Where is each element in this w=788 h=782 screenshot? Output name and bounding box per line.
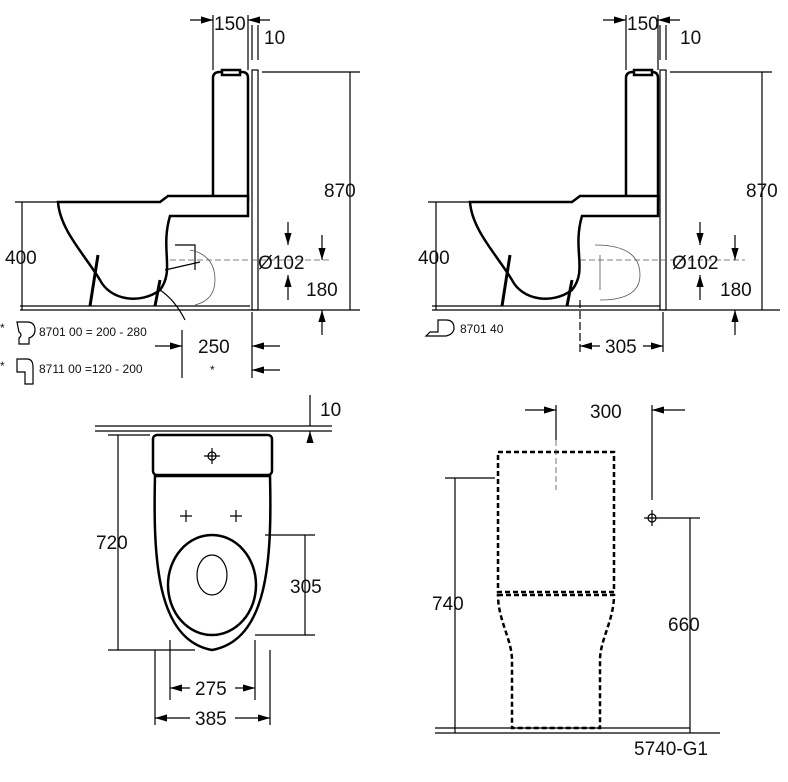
dim-seat-height: 400 [418, 248, 450, 269]
bowl [56, 194, 250, 300]
drawing-code: 5740-G1 [634, 739, 708, 760]
installation-view: 300 740 660 5740-G1 [432, 402, 720, 760]
dim-fixing-width: 300 [590, 402, 622, 423]
side-view-standard: 150 10 870 400 Ø102 180 250 * * 8701 00 … [0, 14, 360, 385]
dim-wall-gap: 10 [320, 400, 341, 421]
dim-wall-gap: 10 [264, 28, 285, 49]
bend-2-label: 8711 00 =120 - 200 [39, 362, 143, 376]
dim-outlet-height: 180 [720, 280, 752, 301]
dim-length: 720 [96, 533, 128, 554]
cistern-outline [496, 450, 616, 594]
dim-seat-height: 400 [5, 248, 37, 269]
dim-height: 870 [746, 181, 778, 202]
asterisk-bend-1: * [0, 321, 5, 335]
flush-button-icon [204, 448, 220, 464]
dim-fixing-height: 660 [668, 615, 700, 636]
dim-outlet-diameter: Ø102 [258, 253, 304, 274]
bowl [468, 194, 660, 300]
dim-inner-width: 275 [195, 679, 227, 700]
dim-tank-depth: 150 [214, 14, 246, 35]
dim-outlet-distance: 250 [198, 337, 230, 358]
bend-icon-2 [16, 358, 34, 385]
connector-label: 8701 40 [460, 322, 504, 336]
dim-width: 385 [195, 709, 227, 730]
bend-1-label: 8701 00 = 200 - 280 [39, 325, 147, 339]
top-view: 10 720 305 275 385 [95, 395, 341, 730]
wall [251, 69, 259, 311]
side-view-floor-outlet: 150 10 870 400 Ø102 180 305 8701 40 [418, 14, 780, 358]
cistern [211, 70, 250, 202]
dim-outlet-height: 180 [306, 280, 338, 301]
dim-outlet-distance: 305 [605, 337, 637, 358]
dim-wall-gap: 10 [680, 28, 701, 49]
asterisk-note: * [210, 363, 215, 377]
pan-outline [496, 593, 616, 730]
dim-overall: 740 [432, 594, 464, 615]
seat-opening [166, 533, 258, 637]
dim-height: 870 [324, 181, 356, 202]
asterisk-bend-2: * [0, 359, 5, 373]
fixing-point-icon [644, 510, 660, 526]
dim-tank-depth: 150 [627, 14, 659, 35]
cistern [624, 70, 660, 202]
dim-outlet-diameter: Ø102 [672, 253, 718, 274]
dim-seat-length: 305 [290, 577, 322, 598]
seat-fixing-icons [180, 510, 242, 522]
connector-icon [424, 319, 455, 337]
bend-icon-1 [16, 321, 36, 345]
